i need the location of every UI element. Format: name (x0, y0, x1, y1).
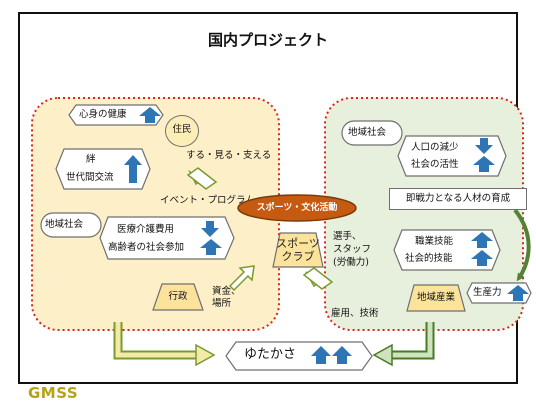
participation-increase-arrow-icon (200, 239, 222, 255)
events-programs-label: イベント・プログラム (160, 195, 255, 206)
local-industry-trapezoid (406, 284, 466, 312)
right-community-box (341, 120, 403, 146)
club-to-industry-arrow (302, 267, 334, 290)
government-trapezoid (152, 283, 204, 311)
play-watch-support-label: する・見る・支える (186, 150, 272, 161)
government-label: 行政 (168, 291, 188, 302)
prosperity-increase-arrow-icon-2 (332, 346, 352, 364)
medical-care-box (99, 216, 235, 260)
bond-box (55, 148, 151, 190)
increase-arrow-icon (139, 107, 161, 123)
productivity-increase-arrow-icon (507, 285, 529, 301)
employment-tech-label: 雇用、技術 (331, 308, 379, 319)
funds-places-label: 資金、 場所 (212, 286, 241, 309)
residents-circle (165, 115, 199, 147)
prosperity-box (225, 341, 373, 371)
prosperity-increase-arrow-icon-1 (311, 346, 331, 364)
job-skills-label: 職業技能 (415, 236, 454, 247)
mind-body-health-label: 心身の健康 (79, 109, 127, 120)
sports-club-label: スポーツ クラブ (276, 237, 320, 263)
job-skills-increase-arrow-icon (471, 232, 493, 248)
left-community-label: 地域社会 (45, 219, 84, 230)
right-community-label: 地域社会 (348, 127, 387, 138)
sports-culture-hub (237, 194, 357, 222)
training-to-productivity-arrow (513, 208, 531, 282)
government-to-club-arrow (228, 265, 255, 292)
elderly-participation-label: 高齢者の社会参加 (108, 242, 185, 253)
social-skills-label: 社会的技能 (405, 253, 453, 264)
hub-label: スポーツ・文化活動 (256, 203, 338, 213)
bond-label: 絆 (86, 154, 96, 165)
residents-label: 住民 (172, 124, 192, 135)
gmss-logo: GMSS (28, 384, 79, 402)
workforce-training-box (389, 188, 527, 210)
population-decline-label: 人口の減少 (411, 142, 459, 153)
players-staff-label: 選手、 スタッフ (労働力) (333, 231, 372, 268)
medical-care-costs-label: 医療介護費用 (117, 224, 175, 235)
social-vitality-label: 社会の活性 (411, 159, 459, 170)
slide-title: 国内プロジェクト (207, 31, 328, 49)
vitality-increase-arrow-icon (473, 156, 495, 172)
cost-decrease-arrow-icon (201, 221, 219, 237)
left-community-box (40, 212, 102, 238)
residents-to-hub-arrow (186, 167, 218, 190)
social-skills-increase-arrow-icon (471, 250, 493, 266)
mind-body-health-box (68, 104, 164, 126)
sports-club-trapezoid (272, 232, 324, 268)
workforce-training-label: 即戦力となる人材の育成 (405, 193, 511, 204)
productivity-label: 生産力 (473, 287, 502, 298)
intergenerational-label: 世代間交流 (66, 172, 114, 183)
local-industry-label: 地域産業 (416, 292, 455, 303)
bond-increase-arrow-icon (124, 155, 142, 183)
prosperity-label: ゆたかさ (244, 347, 297, 362)
population-decrease-arrow-icon (475, 138, 493, 154)
